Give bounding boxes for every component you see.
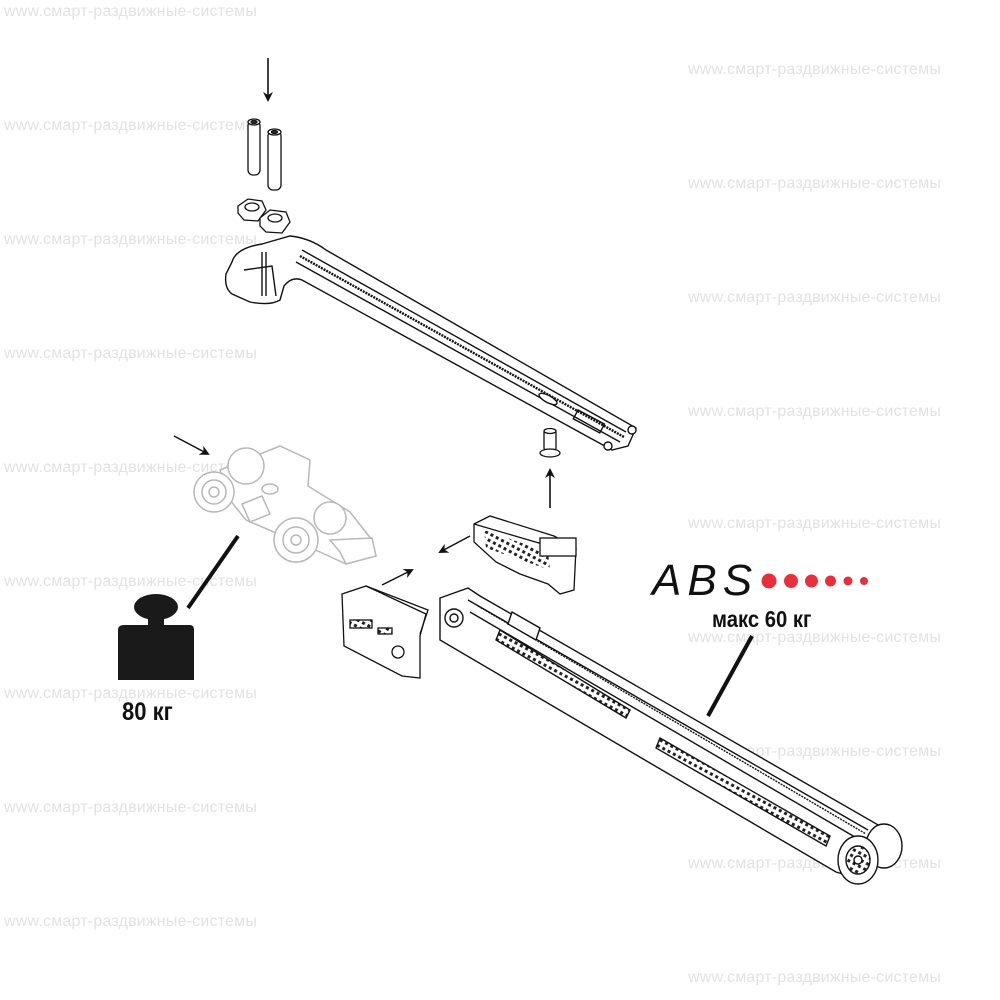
dot-icon [860, 577, 868, 585]
pointer-line [186, 534, 240, 610]
clip [473, 515, 577, 595]
arrow-icon [173, 435, 210, 455]
watermark-text: www.смарт-раздвижные-системы [4, 799, 258, 816]
dot-icon [825, 575, 836, 587]
watermark-text: www.смарт-раздвижные-системы [4, 573, 258, 590]
rivet [539, 427, 561, 458]
watermark-text: www.смарт-раздвижные-системы [4, 345, 258, 362]
dot-icon [843, 576, 853, 586]
roller-carriage [193, 445, 377, 565]
watermark-text: www.смарт-раздвижные-системы [688, 289, 942, 306]
watermark-text: www.смарт-раздвижные-системы [688, 403, 942, 420]
weight-label: 80 кг [122, 698, 173, 726]
dot-icon [761, 573, 777, 589]
end-plate [341, 585, 429, 679]
watermark-text: www.смарт-раздвижные-системы [4, 913, 258, 930]
pins [247, 118, 282, 191]
watermark-text: www.смарт-раздвижные-системы [4, 231, 258, 248]
watermark-text: www.смарт-раздвижные-системы [4, 685, 258, 702]
weight-icon [118, 594, 194, 680]
watermark-text: www.смарт-раздвижные-системы [688, 969, 942, 986]
lower-arm [439, 587, 903, 885]
pointer-line [706, 635, 754, 717]
material-label: ABS [652, 556, 759, 605]
dot-icon [784, 574, 798, 588]
watermark-text: www.смарт-раздвижные-системы [688, 175, 942, 192]
max-load-label: макс 60 кг [712, 606, 812, 632]
watermark-text: www.смарт-раздвижные-системы [688, 61, 942, 78]
hex-nuts [237, 198, 291, 234]
arrow-left-icon [438, 535, 471, 553]
upper-arm [224, 235, 637, 451]
watermark-text: www.смарт-раздвижные-системы [4, 459, 258, 476]
abs-dots [761, 573, 868, 589]
watermark-text: www.смарт-раздвижные-системы [688, 515, 942, 532]
watermark-text: www.смарт-раздвижные-системы [688, 629, 942, 646]
arrow-icon [381, 569, 414, 586]
dot-icon [805, 574, 818, 588]
watermark-text: www.смарт-раздвижные-системы [4, 117, 258, 134]
watermark-text: www.смарт-раздвижные-системы [4, 3, 258, 20]
